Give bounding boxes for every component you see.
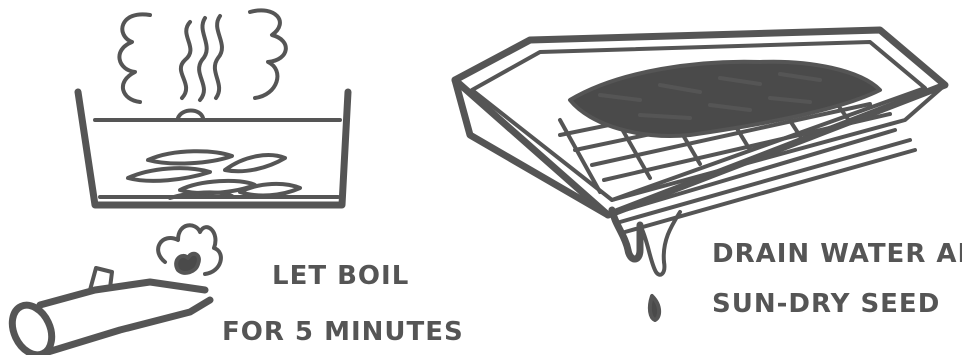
boil-caption-line2: FOR 5 MINUTES: [222, 317, 464, 347]
boil-caption-line1: LET BOIL: [272, 261, 409, 291]
seeds-in-water: [128, 151, 300, 198]
flame-icon: [158, 225, 221, 274]
pot: [78, 92, 348, 205]
steam-icon: [119, 10, 285, 118]
log-icon: [5, 268, 210, 355]
boiling-pot-scene: LET BOIL FOR 5 MINUTES: [5, 10, 464, 355]
drying-tray-scene: DRAIN WATER AND SUN-DRY SEED: [455, 30, 962, 320]
drain-caption-line2: SUN-DRY SEED: [712, 289, 940, 319]
drain-caption-line1: DRAIN WATER AND: [712, 239, 962, 269]
